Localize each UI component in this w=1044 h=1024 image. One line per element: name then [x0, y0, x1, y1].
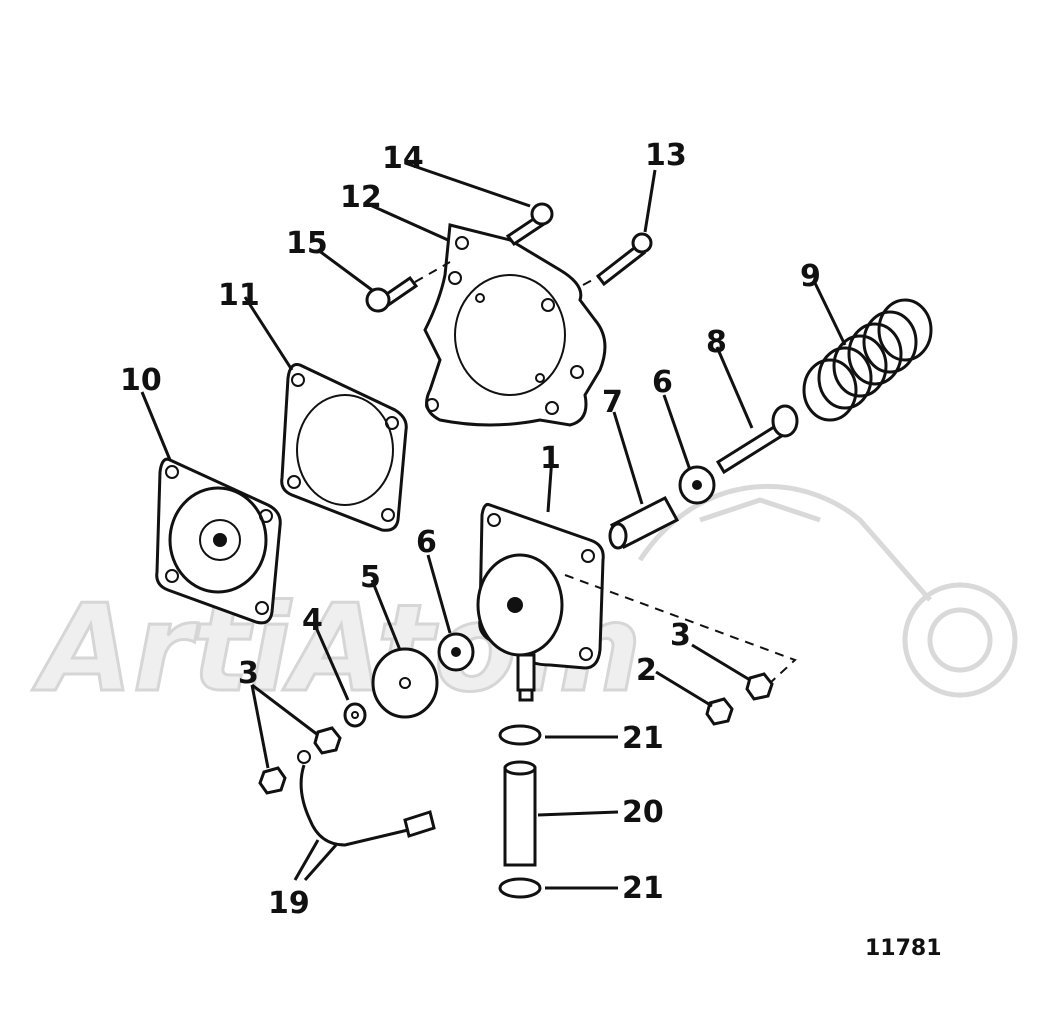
callout-4: 4	[302, 603, 323, 638]
part-3-nut-left-a	[313, 726, 342, 755]
figure-number: 11781	[865, 936, 942, 961]
callout-6-lower: 6	[416, 525, 437, 560]
callout-20: 20	[622, 795, 664, 830]
callout-6-upper: 6	[652, 365, 673, 400]
part-4-washer	[343, 702, 367, 728]
part-7-pin	[608, 496, 680, 550]
part-11-gasket	[280, 363, 408, 532]
callout-12: 12	[340, 180, 382, 215]
callout-8: 8	[706, 325, 727, 360]
callout-2: 2	[636, 653, 657, 688]
part-10-diaphragm	[155, 457, 282, 625]
part-20-hose	[503, 760, 537, 867]
part-5-disc	[371, 647, 439, 719]
part-13-screw	[595, 232, 653, 287]
part-3-nut-left-b	[258, 766, 287, 795]
alignment-line-screw-15	[414, 261, 451, 283]
part-21-clamp-upper	[498, 724, 542, 746]
part-6-washer-lower	[437, 632, 475, 672]
part-14-screw	[505, 202, 554, 247]
callout-9: 9	[800, 259, 821, 294]
part-21-clamp-lower	[498, 877, 542, 899]
watermark-motorcycle-logo	[637, 483, 1018, 698]
callout-3-right: 3	[670, 618, 691, 653]
callout-21-upper: 21	[622, 721, 664, 756]
alignment-line-screw-13	[582, 275, 601, 286]
callout-13: 13	[645, 138, 687, 173]
callout-19: 19	[268, 886, 310, 921]
callout-7: 7	[602, 385, 623, 420]
part-12-mounting-plate	[423, 223, 607, 427]
leader-lines	[140, 161, 847, 890]
alignment-line-stud-to-nut	[564, 574, 797, 684]
callout-11: 11	[218, 278, 260, 313]
part-15-screw	[365, 275, 419, 313]
part-3-nut-right	[745, 672, 774, 701]
callout-1: 1	[540, 441, 561, 476]
callout-5: 5	[360, 560, 381, 595]
callout-10: 10	[120, 363, 162, 398]
callout-14: 14	[382, 141, 424, 176]
part-9-spring	[802, 298, 933, 422]
part-8-bolt	[715, 404, 799, 475]
callout-15: 15	[286, 226, 328, 261]
part-2-nut	[705, 697, 734, 726]
callout-21-lower: 21	[622, 871, 664, 906]
callout-labels: 14 12 13 15 9 11 8 10 6 7 1 6 5 4 3 3 2 …	[120, 138, 821, 921]
callout-3-left: 3	[238, 656, 259, 691]
part-19-ground-wire	[297, 750, 436, 847]
part-1-pump-body	[476, 503, 605, 702]
part-6-washer-upper	[678, 465, 716, 505]
